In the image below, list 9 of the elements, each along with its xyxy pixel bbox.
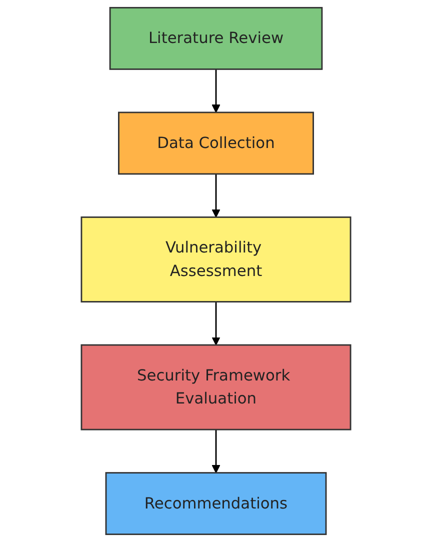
arrow (212, 69, 220, 113)
node-box: Recommendations (105, 472, 327, 536)
arrow (212, 430, 220, 474)
node-box: Data Collection (118, 112, 314, 175)
arrow (212, 174, 220, 218)
node-box: Security Framework Evaluation (80, 344, 352, 430)
node-box: Vulnerability Assessment (80, 216, 352, 302)
node-box: Literature Review (109, 6, 323, 70)
arrow (212, 302, 220, 346)
